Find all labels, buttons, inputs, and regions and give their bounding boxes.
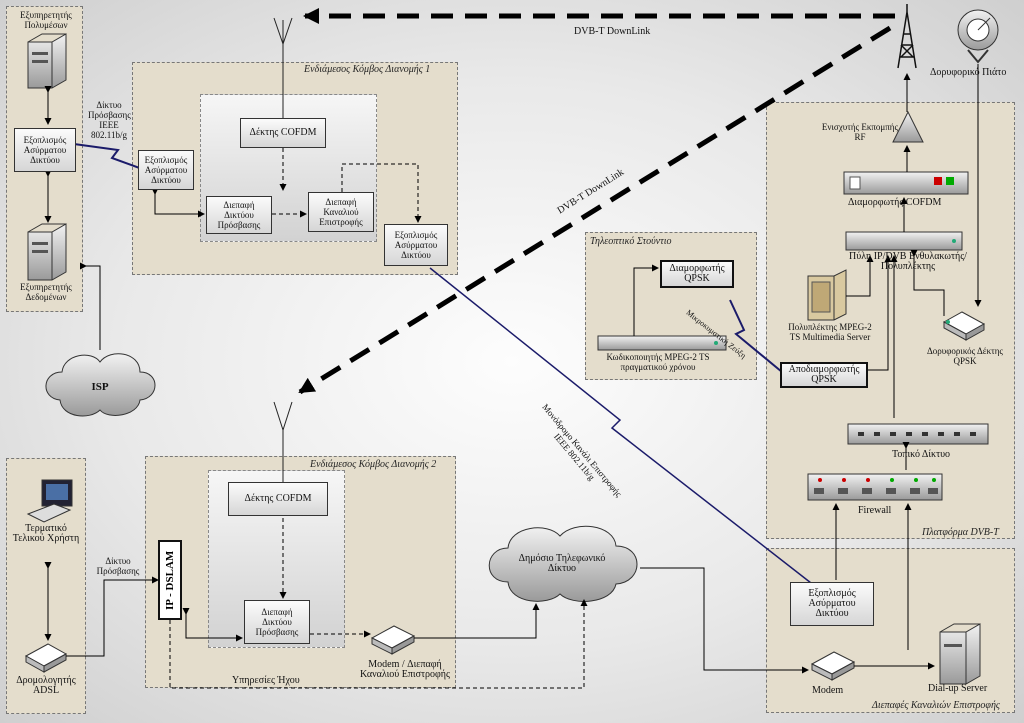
- wireless-link-left: [73, 143, 146, 171]
- voice-services-label: Υπηρεσίες Ήχου: [232, 675, 300, 686]
- firewall-label: Firewall: [858, 505, 892, 516]
- node1-wireless-left: Εξοπλισμός Ασύρματου Δικτύου: [138, 150, 194, 190]
- sat-receiver-icon: [942, 311, 986, 341]
- pstn-label: Δημόσιο Τηλεφωνικό Δίκτυο: [518, 553, 606, 574]
- cofdm-modulator-device: [843, 171, 969, 195]
- antenna-node2: [273, 401, 293, 490]
- isp-cloud: [45, 353, 156, 417]
- media-server-icon: [27, 33, 67, 89]
- dialup-server-icon: [939, 623, 981, 685]
- data-server-icon: [27, 223, 67, 281]
- return-modem-label: Modem: [812, 685, 844, 696]
- adsl-router-icon: [24, 643, 68, 673]
- media-server-label: Εξυπηρετητής Πολυμέσων: [20, 10, 72, 30]
- pstn-cloud: [488, 525, 638, 602]
- mpeg-encoder-device: [597, 335, 727, 351]
- platform-title: Πλατφόρμα DVB-T: [922, 527, 999, 538]
- adsl-router-label: Δρομολογητής ADSL: [16, 675, 76, 696]
- microwave-link: [729, 299, 783, 373]
- studio-qpsk-modulator: Διαμορφωτής QPSK: [660, 260, 734, 288]
- firewall-device: [807, 473, 943, 501]
- studio-title: Τηλεοπτικό Στούντιο: [590, 236, 672, 247]
- dialup-server-label: Dial-up Server: [928, 683, 988, 694]
- satellite-dish-icon: [957, 9, 999, 64]
- wireless-return-link: [429, 267, 821, 591]
- node1-access-interface: Διεπαφή Δικτύου Πρόσβασης: [206, 196, 272, 234]
- left-wireless-equipment: Εξοπλισμός Ασύρματου Δικτύου: [14, 128, 76, 172]
- node1-cofdm-receiver: Δέκτης COFDM: [240, 118, 326, 148]
- antenna-node1: [273, 17, 293, 120]
- panel-studio: [585, 232, 757, 380]
- broadcast-tower-icon: [897, 4, 917, 69]
- node2-cofdm-receiver: Δέκτης COFDM: [228, 482, 328, 516]
- node1-wireless-right: Εξοπλισμός Ασύρματου Δικτύου: [384, 224, 448, 266]
- rf-amplifier-icon: [892, 110, 924, 143]
- mux-server-icon: [807, 269, 847, 321]
- dvbt-diagonal-link: [298, 25, 892, 395]
- left-top-connections: [44, 86, 101, 350]
- platform-connections: [832, 64, 982, 650]
- node2-title: Ενδιάμεσος Κόμβος Διανομής 2: [310, 459, 437, 470]
- dvbt-top-label: DVB-T DownLink: [574, 26, 651, 37]
- lan-hub-device: [847, 423, 989, 445]
- gateway-label: Πύλη IP/DVB Ενθυλακωτής/Πολυπλέκτης: [849, 251, 967, 272]
- cofdm-modulator-label: Διαμορφωτής COFDM: [848, 197, 942, 208]
- mux-label: Πολυπλέκτης MPEG-2 TS Multimedia Server: [788, 322, 872, 342]
- ip-dslam: IP - DSLAM: [158, 540, 182, 620]
- sat-receiver-label: Δορυφορικός Δέκτης QPSK: [927, 346, 1003, 366]
- access-net-top-label: Δίκτυο Πρόσβασης IEEE 802.11b/g: [88, 100, 131, 140]
- node1-title: Ενδιάμεσος Κόμβος Διανομής 1: [304, 64, 431, 75]
- pstn-modem-connection: [640, 567, 935, 674]
- data-server-label: Εξυπηρετητής Δεδομένων: [20, 282, 72, 302]
- modem-node2-icon: [370, 625, 416, 655]
- node1-return-interface: Διεπαφή Καναλιού Επιστροφής: [308, 192, 374, 232]
- node2-access-interface: Διεπαφή Δικτύου Πρόσβασης: [244, 600, 310, 644]
- terminal-label: Τερματικό Τελικού Χρήστη: [12, 523, 80, 544]
- modem-return-icon: [810, 651, 856, 681]
- gateway-device: [845, 231, 963, 251]
- return-wireless-equipment: Εξοπλισμός Ασύρματου Δικτύου: [790, 582, 874, 626]
- dish-label: Δορυφορικό Πιάτο: [930, 67, 1007, 78]
- terminal-pc-icon: [26, 479, 73, 523]
- node1-connections: [151, 148, 422, 223]
- studio-encoder-label: Κωδικοποιητής MPEG-2 TS πραγματικού χρόν…: [606, 352, 710, 372]
- modem-if-label: Modem / Διεπαφή Καναλιού Επιστροφής: [360, 659, 450, 680]
- studio-connections: [633, 264, 659, 336]
- return-ifaces-title: Διεπαφές Καναλιών Επιστροφής: [872, 700, 1000, 711]
- lan-label: Τοπικό Δίκτυο: [892, 449, 951, 460]
- amplifier-label: Ενισχυτής Εκπομπής RF: [821, 122, 899, 142]
- qpsk-demodulator: Αποδιαμορφωτής QPSK: [780, 362, 868, 388]
- isp-label: ISP: [91, 381, 109, 393]
- node2-connections: [44, 518, 588, 689]
- access-net-bottom-label: Δίκτυο Πρόσβασης: [96, 556, 140, 576]
